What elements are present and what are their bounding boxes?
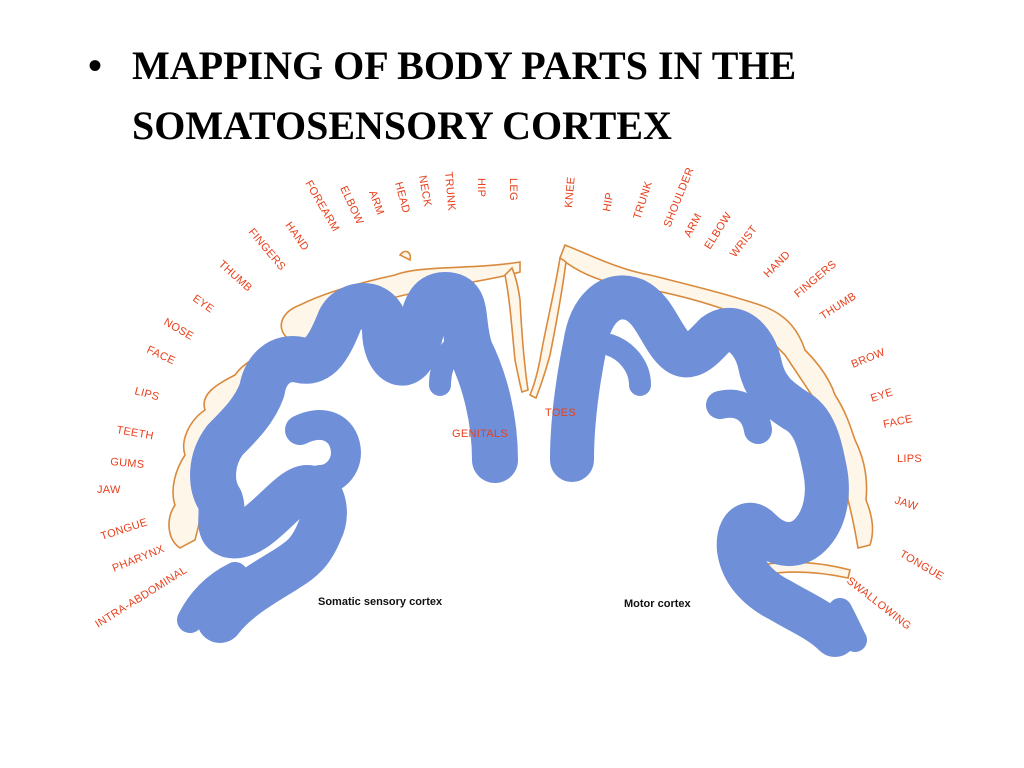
title-line-2: SOMATOSENSORY CORTEX xyxy=(132,103,672,148)
label-face-motor: FACE xyxy=(882,413,914,431)
label-hand-motor: HAND xyxy=(762,249,793,280)
label-head: HEAD xyxy=(392,181,412,215)
label-hip: HIP xyxy=(475,178,487,197)
label-lips: LIPS xyxy=(133,385,160,403)
label-pharynx: PHARYNX xyxy=(111,543,167,575)
label-trunk-motor: TRUNK xyxy=(631,179,655,221)
label-jaw: JAW xyxy=(97,484,121,496)
label-fingers-motor: FINGERS xyxy=(792,258,839,300)
label-leg: LEG xyxy=(507,178,519,201)
label-jaw-motor: JAW xyxy=(893,494,920,513)
label-thumb-motor: THUMB xyxy=(818,290,859,322)
label-arm-motor: ARM xyxy=(682,211,705,239)
label-face: FACE xyxy=(145,344,177,368)
label-elbow: ELBOW xyxy=(337,184,365,227)
title-line-1: MAPPING OF BODY PARTS IN THE xyxy=(132,43,797,88)
sensory-cortex-band xyxy=(177,272,518,643)
label-knee: KNEE xyxy=(563,176,578,208)
label-eye-motor: EYE xyxy=(869,386,895,404)
label-neck: NECK xyxy=(416,174,433,208)
label-lips-motor: LIPS xyxy=(897,453,922,465)
label-brow: BROW xyxy=(850,346,888,371)
label-forearm: FOREARM xyxy=(302,179,341,234)
label-tongue-motor: TONGUE xyxy=(898,548,946,583)
label-toes: TOES xyxy=(545,407,576,419)
label-eye: EYE xyxy=(190,293,216,316)
label-hand: HAND xyxy=(283,220,311,253)
bullet-icon: • xyxy=(88,43,103,88)
label-wrist: WRIST xyxy=(728,223,760,260)
label-nose: NOSE xyxy=(162,316,196,343)
slide-title: • MAPPING OF BODY PARTS IN THE SOMATOSEN… xyxy=(88,36,968,156)
label-fingers: FINGERS xyxy=(246,226,288,273)
motor-cortex-caption: Motor cortex xyxy=(624,598,692,610)
label-gums: GUMS xyxy=(110,456,145,471)
label-arm: ARM xyxy=(366,189,386,217)
label-hip-motor: HIP xyxy=(601,191,616,212)
label-elbow-motor: ELBOW xyxy=(702,210,734,252)
label-teeth: TEETH xyxy=(115,424,154,442)
motor-cortex-band xyxy=(550,275,867,657)
label-tongue: TONGUE xyxy=(99,516,149,542)
label-thumb: THUMB xyxy=(216,258,254,294)
label-trunk: TRUNK xyxy=(442,171,457,212)
label-intra-abdominal: INTRA-ABDOMINAL xyxy=(93,564,189,630)
sensory-cortex-caption: Somatic sensory cortex xyxy=(318,596,443,608)
label-genitals: GENITALS xyxy=(452,428,508,440)
